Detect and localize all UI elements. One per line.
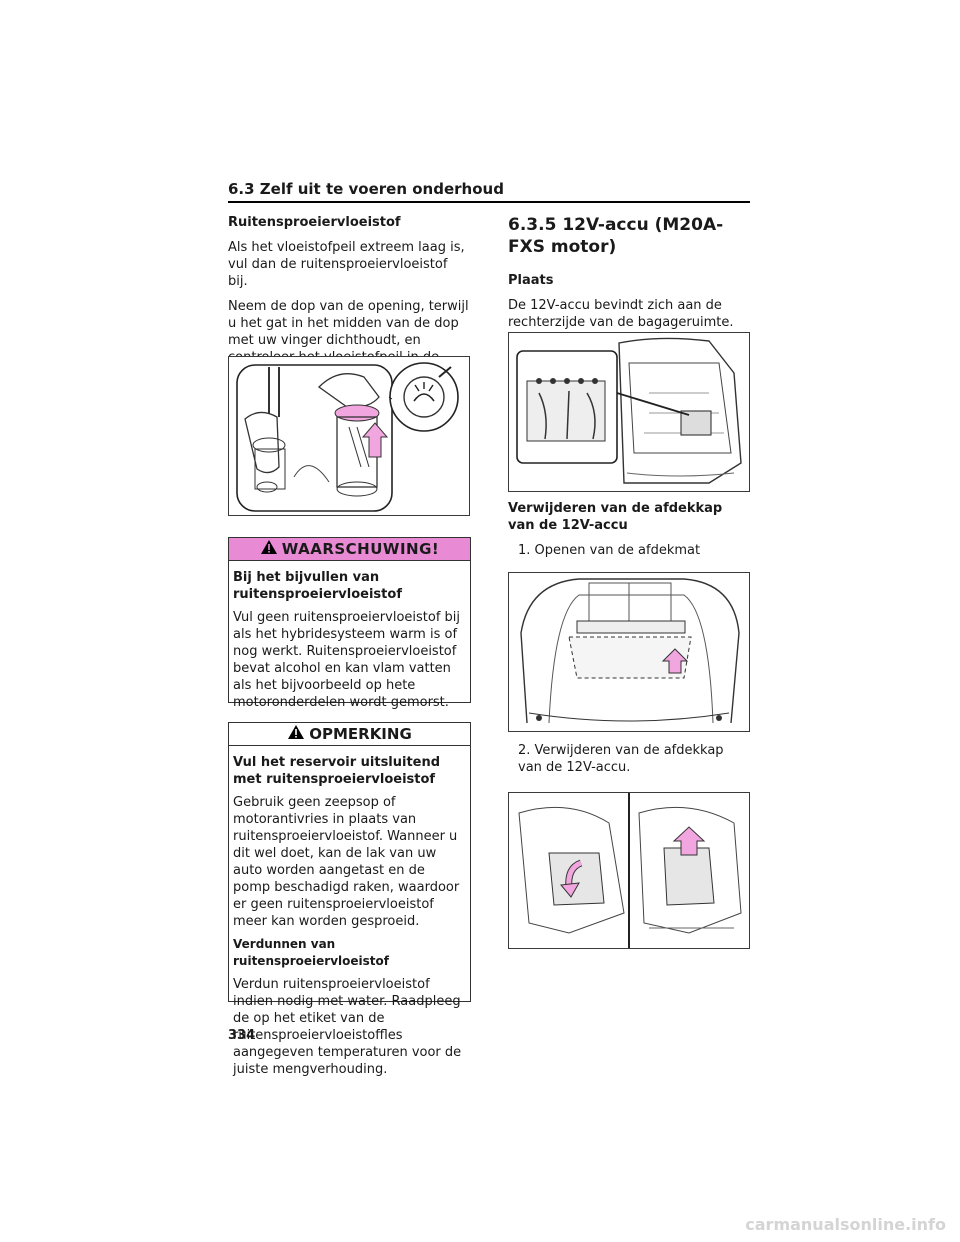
note-title: OPMERKING bbox=[309, 725, 412, 743]
note-body-1: Gebruik geen zeepsop of motorantivries i… bbox=[233, 795, 460, 929]
section-title-12v: 6.3.5 12V-accu (M20A-FXS motor) bbox=[508, 215, 724, 257]
watermark: carmanualsonline.info bbox=[745, 1215, 946, 1234]
step-2: 2. Verwijderen van de afdekkap van de 12… bbox=[518, 743, 724, 775]
step-1: 1. Openen van de afdekmat bbox=[518, 543, 701, 558]
note-subtitle: Vul het reservoir uitsluitend met ruiten… bbox=[233, 755, 441, 787]
note-subheading: Verdunnen van ruitensproeiervloeistof bbox=[233, 937, 389, 968]
warning-title: WAARSCHUWING! bbox=[281, 540, 440, 558]
heading-washer-fluid: Ruitensproeiervloeistof bbox=[228, 215, 401, 230]
warning-header: WAARSCHUWING! bbox=[229, 538, 470, 561]
figure-battery-location bbox=[508, 332, 750, 492]
right-column-text: 6.3.5 12V-accu (M20A-FXS motor) Plaats D… bbox=[508, 214, 750, 339]
figure-open-mat bbox=[508, 572, 750, 732]
warning-triangle-icon bbox=[260, 539, 278, 559]
washer-symbol-icon bbox=[413, 382, 435, 402]
warning-box: WAARSCHUWING! Bij het bijvullen van ruit… bbox=[228, 537, 471, 710]
note-header: OPMERKING bbox=[229, 723, 470, 746]
warning-body: Vul geen ruitensproeiervloeistof bij als… bbox=[233, 610, 461, 710]
right-column-steps: Verwijderen van de afdekkap van de 12V-a… bbox=[508, 500, 750, 567]
page-number: 334 bbox=[228, 1028, 256, 1043]
note-box: OPMERKING Vul het reservoir uitsluitend … bbox=[228, 722, 471, 1077]
figure-washer-reservoir bbox=[228, 356, 470, 516]
figure-remove-cover bbox=[508, 792, 750, 949]
section-header: 6.3 Zelf uit te voeren onderhoud bbox=[228, 180, 504, 198]
heading-remove-cover: Verwijderen van de afdekkap van de 12V-a… bbox=[508, 501, 723, 533]
warning-subtitle: Bij het bijvullen van ruitensproeiervloe… bbox=[233, 570, 402, 602]
header-rule bbox=[228, 201, 750, 203]
step-2-block: 2. Verwijderen van de afdekkap van de 12… bbox=[508, 742, 750, 784]
heading-place: Plaats bbox=[508, 273, 554, 288]
note-body-2: Verdun ruitensproeiervloeistof indien no… bbox=[233, 977, 462, 1077]
paragraph-place: De 12V-accu bevindt zich aan de rechterz… bbox=[508, 298, 734, 330]
paragraph-low-level: Als het vloeistofpeil extreem laag is, v… bbox=[228, 240, 465, 289]
warning-triangle-icon bbox=[287, 724, 305, 744]
